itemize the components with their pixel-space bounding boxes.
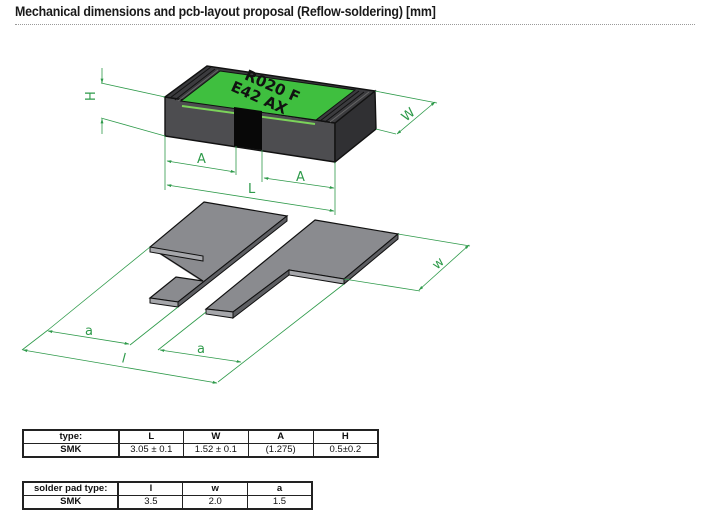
dim-label-a-right: a — [197, 342, 205, 357]
cell-A: (1.275) — [247, 443, 314, 458]
component-center-band — [234, 107, 262, 150]
header-H: H — [312, 429, 379, 444]
table-header-row: type: L W A H — [22, 429, 379, 444]
cell-H: 0.5±0.2 — [312, 443, 379, 458]
table-header-row: solder pad type: l w a — [22, 481, 313, 496]
header-w: w — [182, 481, 248, 496]
dim-label-W: W — [399, 105, 419, 125]
pad-dimensions — [21, 233, 471, 384]
component-dimensions — [100, 68, 438, 215]
solder-pad-table: solder pad type: l w a SMK 3.5 2.0 1.5 — [22, 481, 313, 510]
dim-label-L: L — [248, 182, 256, 197]
cell-W: 1.52 ± 0.1 — [182, 443, 249, 458]
cell-l: 3.5 — [117, 495, 184, 510]
header-type: type: — [22, 429, 120, 444]
dim-label-a-left: a — [85, 324, 93, 339]
component-dimensions-table: type: L W A H SMK 3.05 ± 0.1 1.52 ± 0.1 … — [22, 429, 379, 458]
page-title: Mechanical dimensions and pcb-layout pro… — [15, 4, 436, 19]
dim-label-A-left: A — [197, 152, 206, 167]
header-A: A — [247, 429, 314, 444]
cell-w: 2.0 — [182, 495, 248, 510]
resistor-component: R020 F E42 AX — [163, 65, 377, 164]
component-marking-area — [179, 70, 357, 121]
header-W: W — [182, 429, 249, 444]
mechanical-drawing: R020 F E42 AX H W A A L — [21, 65, 471, 384]
cell-L: 3.05 ± 0.1 — [118, 443, 184, 458]
title-divider — [15, 24, 695, 25]
solder-pad-right — [204, 219, 400, 320]
cell-type: SMK — [22, 443, 120, 458]
cell-pad-type: SMK — [22, 495, 120, 510]
solder-pad-left — [148, 201, 289, 309]
cell-a: 1.5 — [246, 495, 313, 510]
header-pad-type: solder pad type: — [22, 481, 120, 496]
dim-label-H: H — [84, 91, 99, 101]
header-l: l — [117, 481, 184, 496]
table-row: SMK 3.5 2.0 1.5 — [22, 495, 313, 510]
header-L: L — [118, 429, 184, 444]
dim-label-A-right: A — [296, 170, 305, 185]
table-row: SMK 3.05 ± 0.1 1.52 ± 0.1 (1.275) 0.5±0.… — [22, 443, 379, 458]
dim-label-w: w — [430, 254, 448, 273]
header-a: a — [246, 481, 313, 496]
dim-label-l: l — [120, 351, 127, 366]
